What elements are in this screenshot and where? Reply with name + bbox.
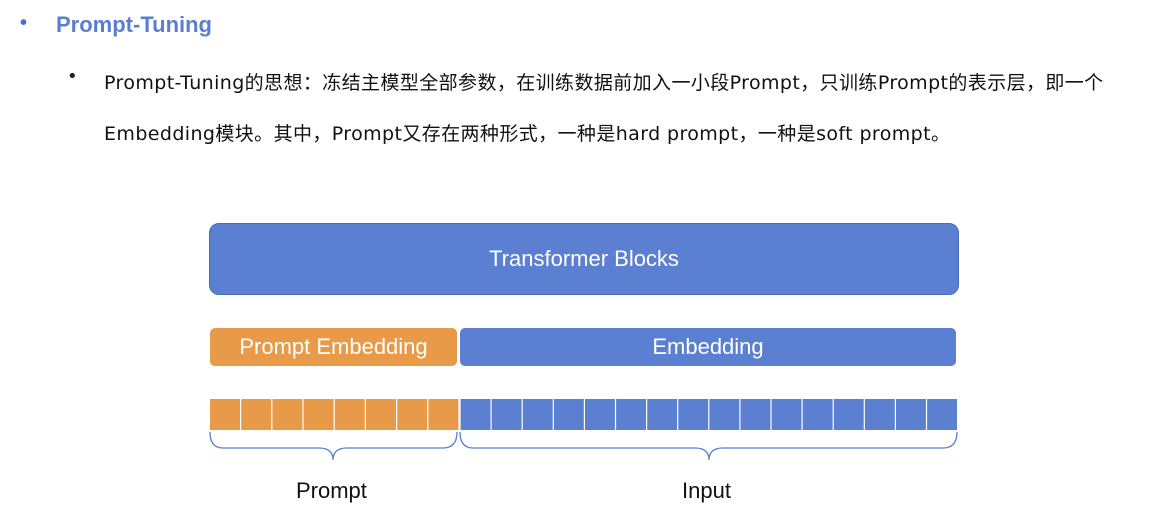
transformer-blocks-box: Transformer Blocks [209, 223, 959, 295]
transformer-blocks-label: Transformer Blocks [489, 246, 679, 271]
input-token [678, 399, 709, 430]
input-token [585, 399, 615, 430]
input-token [616, 399, 646, 430]
input-token [833, 399, 864, 430]
prompt-token [397, 399, 428, 430]
input-caption: Input [682, 478, 731, 503]
input-token [553, 399, 584, 430]
input-token [522, 399, 553, 430]
description-paragraph: Prompt-Tuning的思想：冻结主模型全部参数，在训练数据前加入一小段Pr… [104, 72, 1104, 145]
prompt-embedding-label: Prompt Embedding [239, 334, 428, 359]
paragraph-bullet: • [67, 66, 78, 87]
prompt-brace [209, 431, 458, 461]
prompt-token [272, 399, 303, 430]
embedding-box: Embedding [460, 328, 956, 366]
prompt-token [334, 399, 365, 430]
prompt-token [210, 399, 240, 430]
token-sequence [209, 399, 958, 461]
input-token [864, 399, 895, 430]
input-token [740, 399, 771, 430]
input-token [460, 399, 491, 430]
input-token [647, 399, 678, 430]
prompt-token [303, 399, 334, 430]
section-title: Prompt-Tuning [56, 12, 212, 37]
prompt-caption: Prompt [296, 478, 367, 503]
prompt-token [428, 399, 459, 430]
input-token [802, 399, 833, 430]
prompt-token [241, 399, 272, 430]
prompt-embedding-box: Prompt Embedding [210, 328, 457, 366]
input-brace [459, 431, 958, 461]
section-bullet: • [20, 12, 28, 34]
input-token [491, 399, 522, 430]
input-token [771, 399, 802, 430]
input-token [709, 399, 740, 430]
embedding-label: Embedding [652, 334, 764, 359]
prompt-token [366, 399, 396, 430]
input-token [896, 399, 926, 430]
input-token [927, 399, 957, 430]
